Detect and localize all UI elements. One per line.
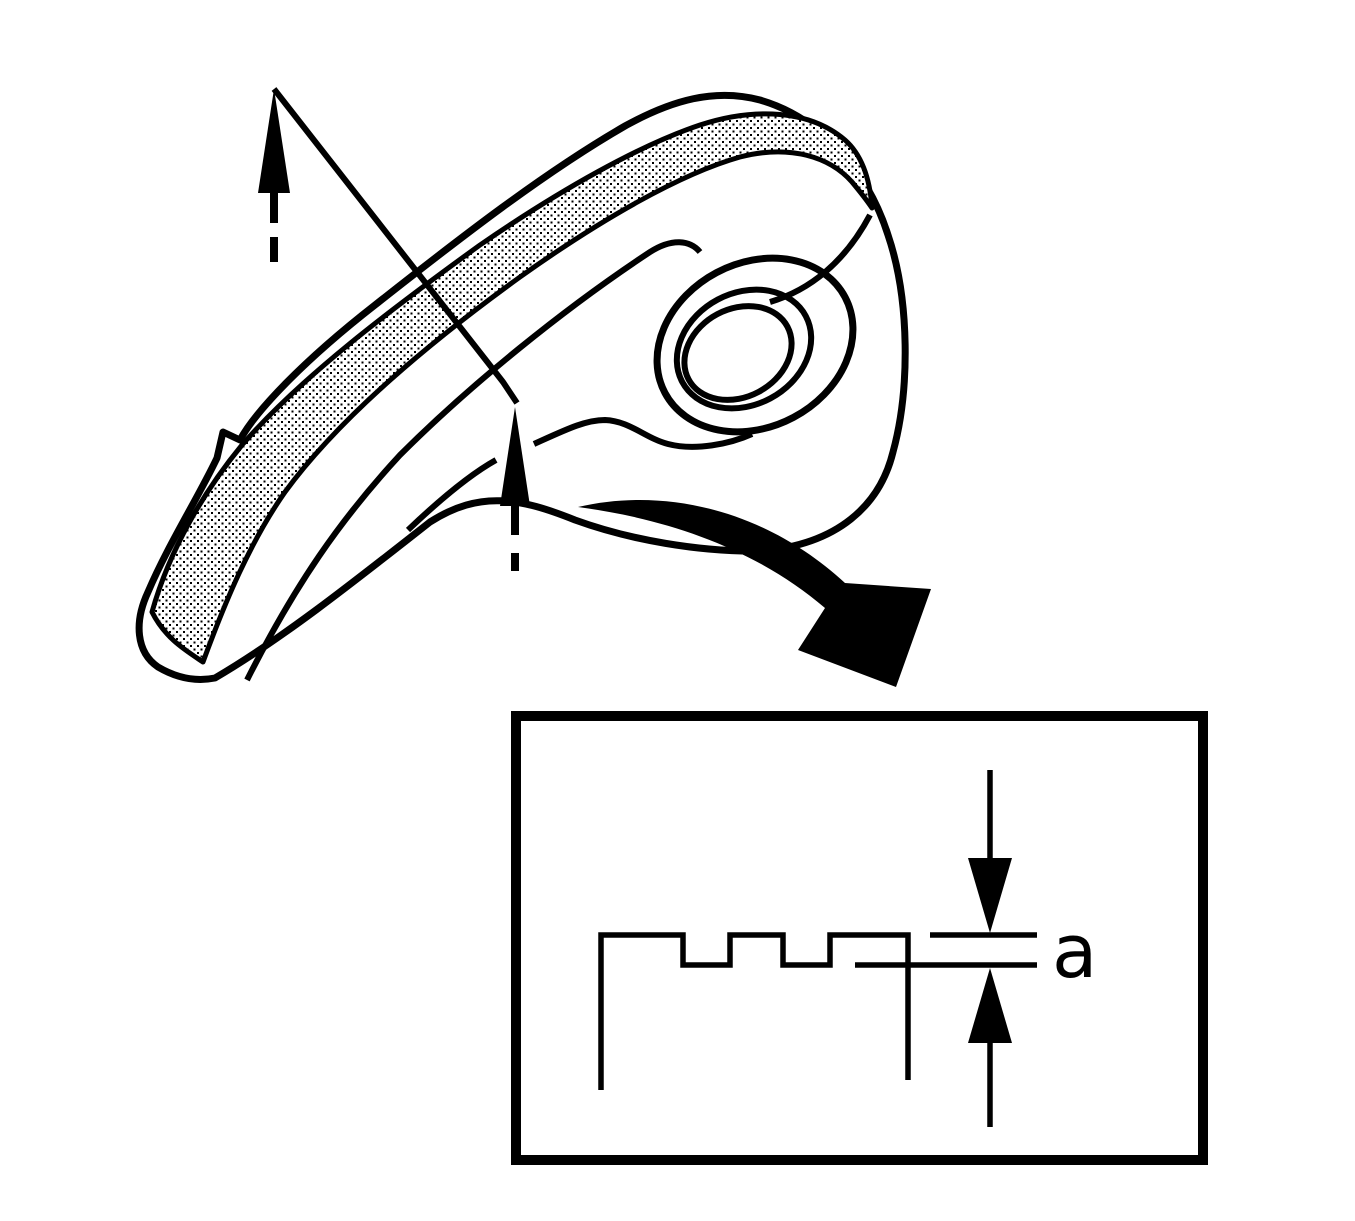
measure-direction-arrow-icon (258, 89, 290, 193)
dimension-arrow-up-icon (968, 968, 1012, 1043)
wear-profile-line (598, 932, 911, 1090)
neck-web-line-left (405, 457, 498, 533)
measure-arrow-upper (258, 89, 290, 262)
dimension-arrow-down-icon (968, 858, 1012, 933)
part-illustration (135, 91, 909, 683)
side-face-edge-line (244, 239, 703, 682)
measure-arrow-lower (500, 407, 530, 571)
boss-middle-ellipse (673, 286, 815, 412)
detail-callout-arrow-icon (578, 499, 931, 687)
neck-web-line-right (532, 416, 754, 450)
detail-box-frame (511, 711, 1208, 1165)
section-line (271, 87, 520, 405)
dimension-indicator (968, 770, 1012, 1127)
dimension-label: a (1052, 909, 1097, 995)
measure-direction-arrow-icon (500, 407, 530, 506)
wear-surface-band (149, 111, 875, 665)
boss-outer-ellipse (653, 254, 857, 436)
detail-box: a (511, 711, 1208, 1165)
boss-inner-ellipse (681, 303, 795, 403)
